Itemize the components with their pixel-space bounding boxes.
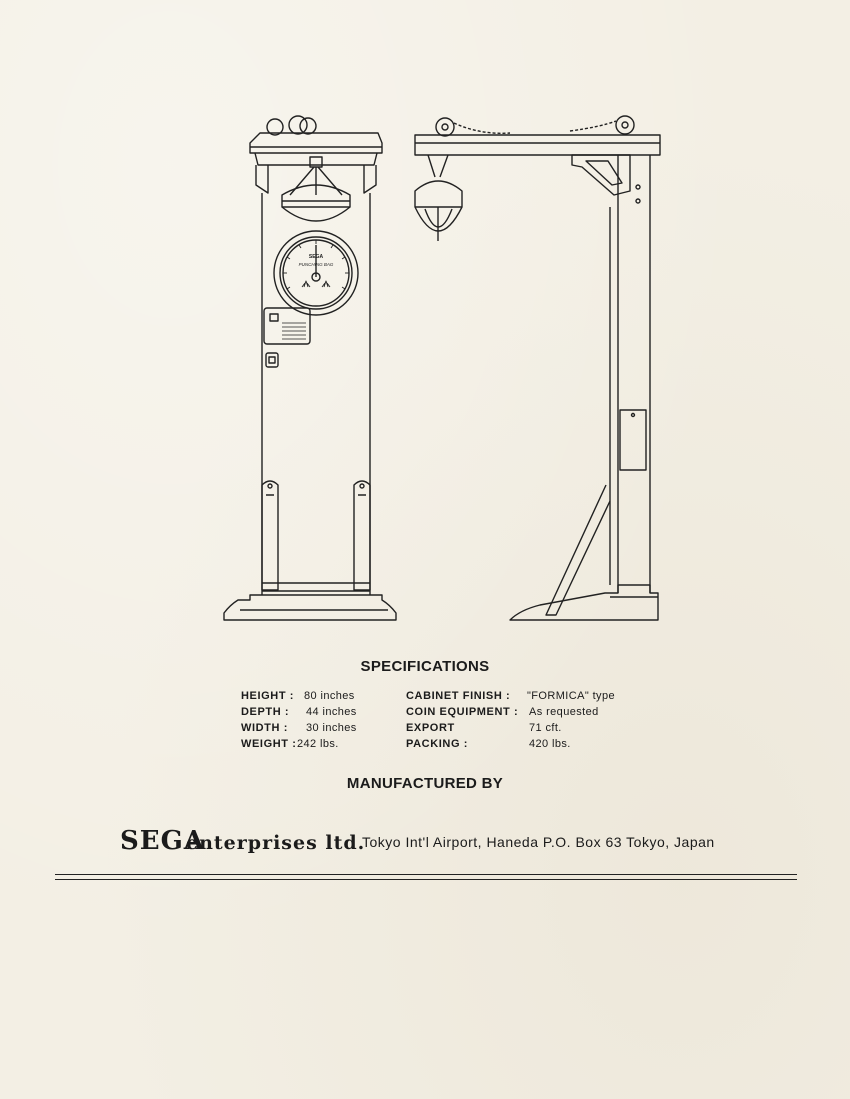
spec-label: HEIGHT : — [241, 690, 295, 702]
punching-bag-machine-illustration: SEGA PUNCHING BAG — [223, 115, 661, 621]
spec-label: EXPORT — [406, 722, 455, 734]
spec-cabinet-finish: CABINET FINISH : "FORMICA" type — [406, 690, 615, 702]
company-address: Tokyo Int'l Airport, Haneda P.O. Box 63 … — [362, 834, 715, 850]
spec-value: "FORMICA" type — [527, 690, 615, 702]
dial-brand-text: SEGA — [309, 254, 324, 260]
spec-value: 80 inches — [304, 690, 355, 702]
spec-width: WIDTH : 30 inches — [241, 722, 356, 734]
manufactured-by-heading: MANUFACTURED BY — [346, 775, 504, 792]
spec-label: WIDTH : — [241, 722, 288, 734]
spec-value: As requested — [529, 706, 599, 718]
spec-weight: WEIGHT : 242 lbs. — [241, 738, 338, 750]
spec-value: 71 cft. — [529, 722, 562, 734]
dial-label-text: PUNCHING BAG — [299, 262, 334, 267]
spec-label: WEIGHT : — [241, 738, 297, 750]
side-view — [414, 115, 661, 621]
spec-export: EXPORT 71 cft. — [406, 722, 561, 734]
spec-label: COIN EQUIPMENT : — [406, 706, 519, 718]
spec-height: HEIGHT : 80 inches — [241, 690, 354, 702]
spec-label: DEPTH : — [241, 706, 290, 718]
spec-label: CABINET FINISH : — [406, 690, 511, 702]
spec-label: PACKING : — [406, 738, 469, 750]
spec-packing: PACKING : 420 lbs. — [406, 738, 570, 750]
spec-value: 44 inches — [306, 706, 357, 718]
footer-rule — [55, 879, 797, 880]
footer-rule — [55, 874, 797, 875]
spec-coin-equipment: COIN EQUIPMENT : As requested — [406, 706, 598, 718]
front-view — [223, 115, 397, 621]
specifications-heading: SPECIFICATIONS — [360, 658, 490, 675]
company-name: enterprises ltd. — [186, 832, 366, 854]
spec-depth: DEPTH : 44 inches — [241, 706, 356, 718]
spec-value: 30 inches — [306, 722, 357, 734]
sega-logo: SEGA — [120, 826, 205, 856]
spec-value: 242 lbs. — [297, 738, 339, 750]
spec-value: 420 lbs. — [529, 738, 571, 750]
